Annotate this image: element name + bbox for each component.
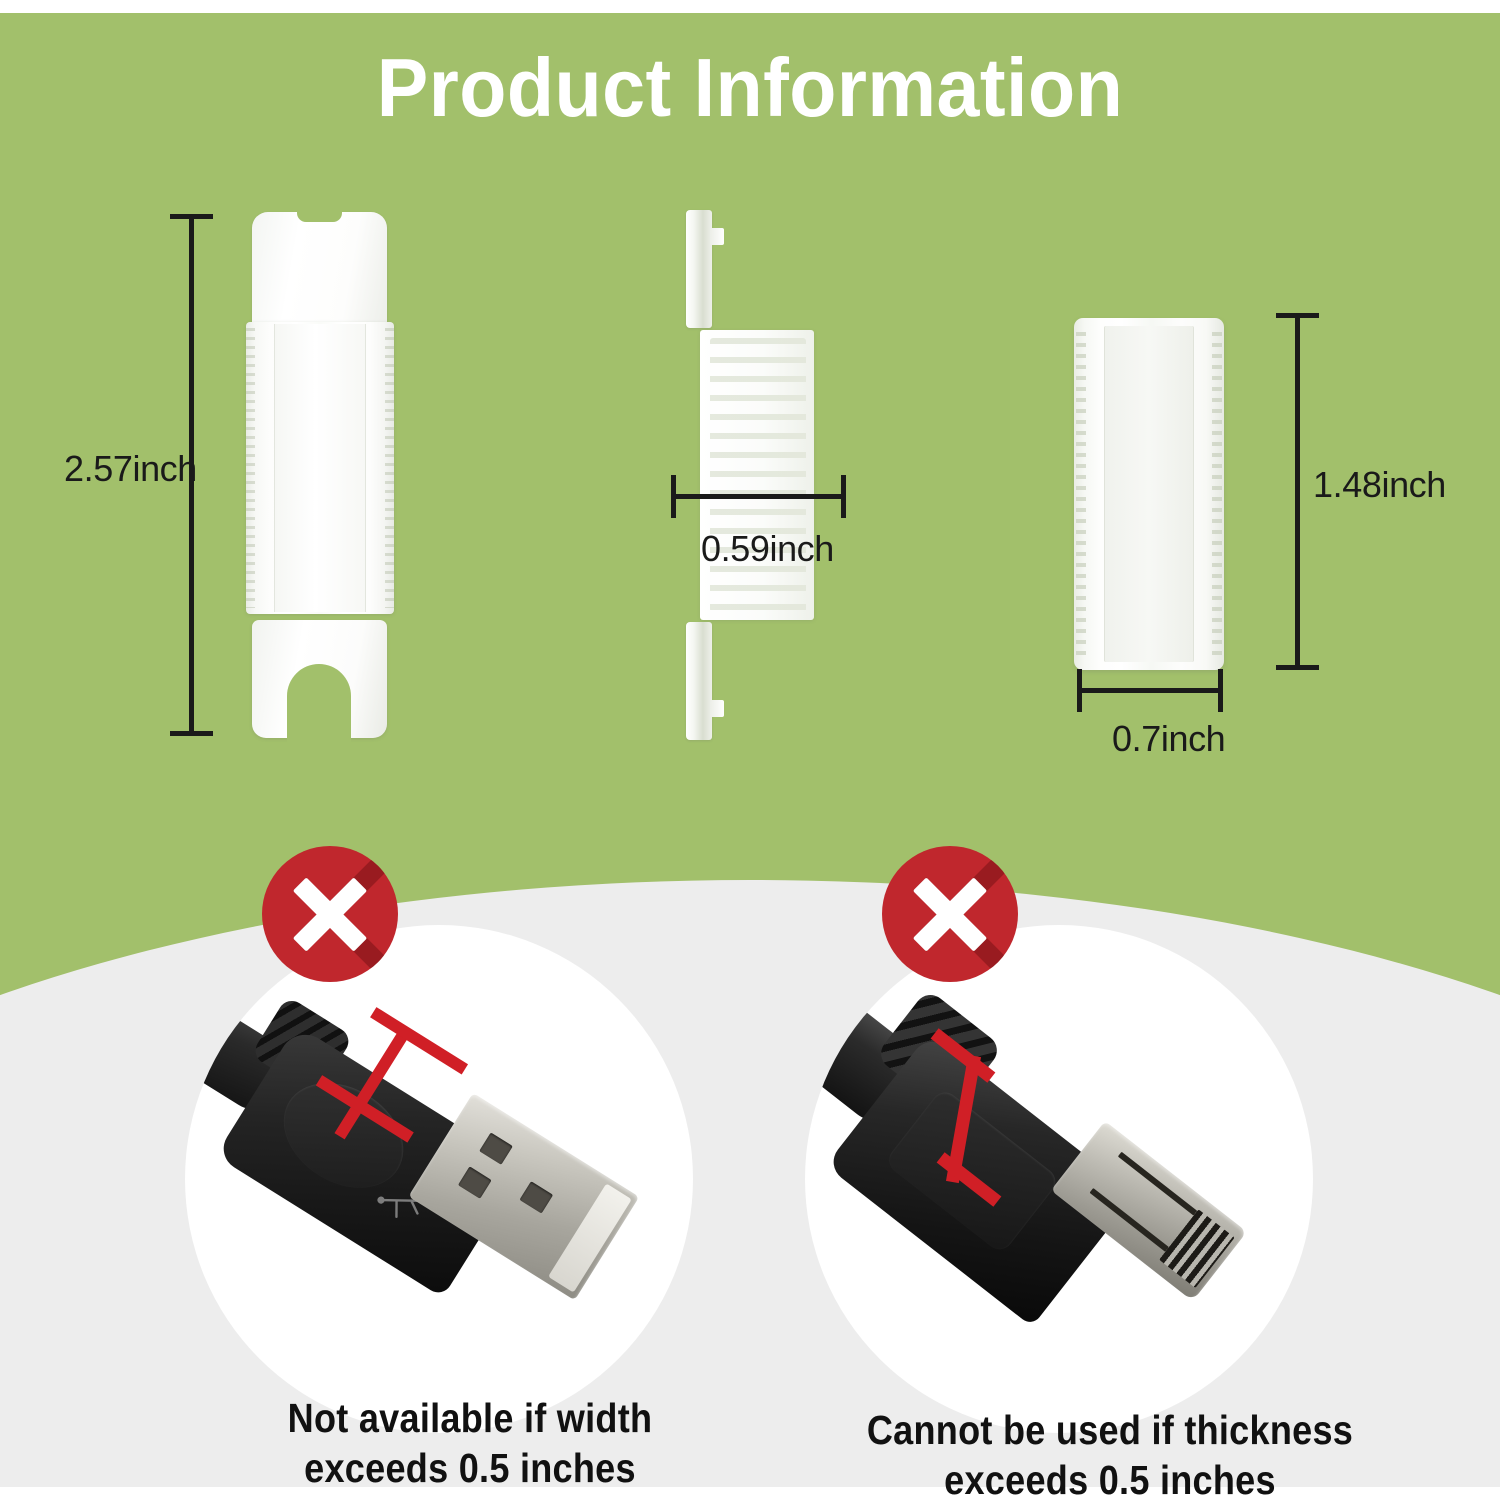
side-view-top-flange (686, 210, 712, 328)
body-view-left-ribs (1076, 332, 1086, 656)
side-view-bottom-flange (686, 622, 712, 740)
page-title: Product Information (376, 41, 1124, 134)
caption-usb-a: Not available if width exceeds 0.5 inche… (206, 1393, 734, 1493)
body-view-shell (1074, 318, 1224, 670)
micro-usb-slot-1 (1117, 1151, 1198, 1216)
caption-micro-usb-line2: exceeds 0.5 inches (944, 1457, 1276, 1500)
usb-a-photo-circle (185, 925, 693, 1433)
micro-usb-housing-panel (883, 1086, 1061, 1255)
caption-micro-usb-line1: Cannot be used if thickness (866, 1407, 1354, 1453)
micro-usb-slot-2 (1089, 1187, 1169, 1252)
dimension-line-width-body (1077, 669, 1223, 712)
front-view-left-ribs (246, 328, 255, 608)
caption-usb-a-line2: exceeds 0.5 inches (304, 1445, 636, 1492)
usb-a-contact-3 (519, 1181, 554, 1214)
micro-usb-photo-circle (805, 925, 1313, 1433)
x-badge-micro-usb (882, 846, 1018, 982)
dimension-line-depth-side (671, 475, 846, 518)
dimension-line-height-front (170, 214, 213, 736)
side-view-body (700, 330, 814, 620)
front-view-center-panel (274, 324, 366, 612)
usb-a-contact-1 (479, 1132, 513, 1165)
dimension-label-width-body: 0.7inch (1112, 718, 1226, 759)
body-view-center-panel (1104, 326, 1194, 662)
micro-usb-contacts (1159, 1209, 1235, 1289)
front-view-body (246, 322, 394, 614)
usb-a-contact-2 (457, 1166, 492, 1199)
usb-trident-icon (377, 1196, 429, 1219)
side-view-ribs (710, 338, 806, 612)
front-view-keyhole-slot (287, 664, 351, 744)
front-view-top-notch (297, 206, 342, 222)
bottom-white-margin (0, 1487, 1500, 1500)
usb-a-connector (215, 1025, 525, 1298)
dimension-label-height-body: 1.48inch (1313, 464, 1446, 505)
x-badge-usb-a (262, 846, 398, 982)
caption-usb-a-line1: Not available if width (287, 1395, 653, 1441)
side-view-top-flange-nub (710, 228, 724, 245)
usb-a-tongue (548, 1183, 632, 1293)
front-view-top-tab (252, 212, 387, 330)
dimension-label-height-front: 2.57inch (64, 448, 197, 489)
side-view-bottom-flange-nub (710, 700, 724, 717)
front-view-right-ribs (385, 328, 394, 608)
micro-usb-metal-plug (1050, 1121, 1247, 1302)
caption-micro-usb: Cannot be used if thickness exceeds 0.5 … (828, 1405, 1391, 1500)
dimension-label-depth-side: 0.59inch (701, 528, 834, 569)
top-white-margin (0, 0, 1500, 13)
body-view-right-ribs (1212, 332, 1222, 656)
dimension-line-height-body (1276, 313, 1319, 670)
